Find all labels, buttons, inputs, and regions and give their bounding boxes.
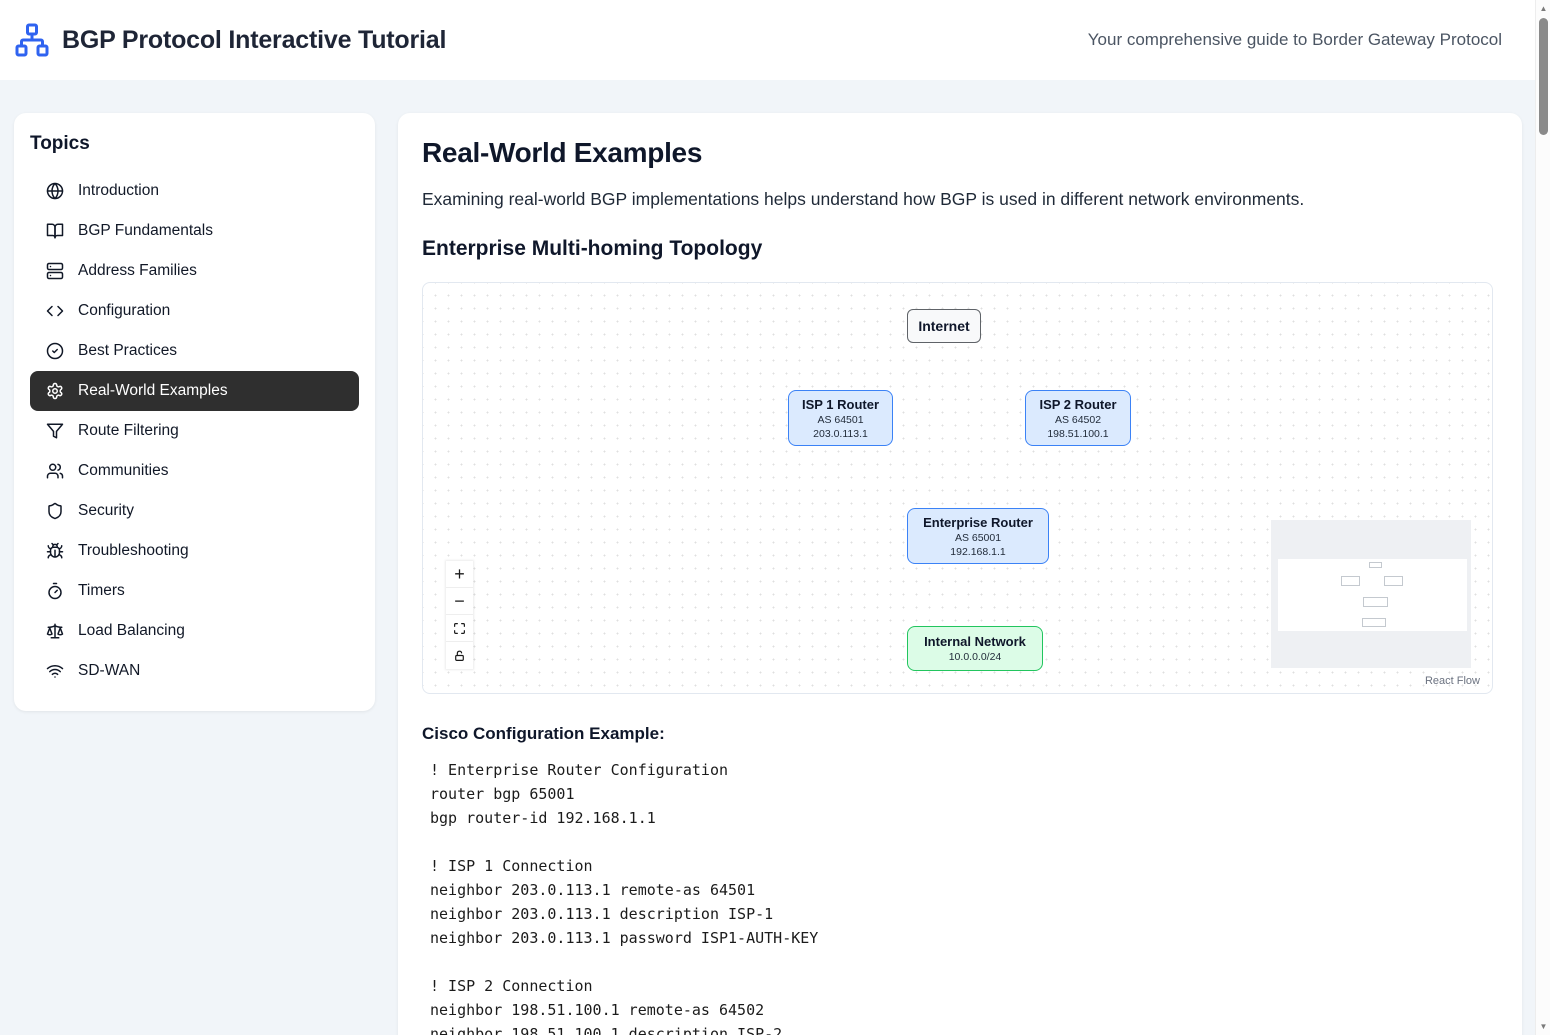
bug-icon	[46, 542, 64, 560]
scrollbar-thumb[interactable]	[1539, 18, 1548, 135]
page-body: Topics Introduction BGP Fundamentals Add…	[0, 80, 1550, 1035]
book-open-icon	[46, 222, 64, 240]
flow-node-isp2-router[interactable]: ISP 2 Router AS 64502 198.51.100.1	[1025, 390, 1131, 446]
sidebar-item-best-practices[interactable]: Best Practices	[30, 331, 359, 371]
scrollbar-down-arrow-icon[interactable]: ▼	[1539, 1022, 1548, 1031]
sidebar-item-label: Introduction	[78, 182, 159, 199]
sidebar-item-label: Route Filtering	[78, 422, 179, 439]
minimap-node-internet	[1369, 562, 1382, 568]
sidebar-item-label: Best Practices	[78, 342, 178, 359]
node-title: ISP 1 Router	[801, 396, 880, 412]
node-ip-address: 203.0.113.1	[813, 427, 868, 440]
flow-node-internal-network[interactable]: Internal Network 10.0.0.0/24	[907, 626, 1043, 671]
sidebar-item-security[interactable]: Security	[30, 491, 359, 531]
filter-icon	[46, 422, 64, 440]
sidebar-item-label: Real-World Examples	[78, 382, 228, 399]
node-title: Internet	[918, 318, 970, 334]
section-title: Enterprise Multi-homing Topology	[422, 237, 763, 260]
sidebar-item-label: Configuration	[78, 302, 171, 319]
node-title: Enterprise Router	[923, 514, 1033, 530]
unlock-icon	[455, 650, 464, 661]
flow-minimap[interactable]	[1271, 520, 1471, 668]
flow-node-isp1-router[interactable]: ISP 1 Router AS 64501 203.0.113.1	[788, 390, 893, 446]
fit-view-button[interactable]	[446, 615, 473, 642]
minimap-node-internal	[1362, 618, 1386, 627]
flow-node-enterprise-router[interactable]: Enterprise Router AS 65001 192.168.1.1	[907, 508, 1049, 564]
sidebar-item-label: Address Families	[78, 262, 197, 279]
sidebar-item-bgp-fundamentals[interactable]: BGP Fundamentals	[30, 211, 359, 251]
sidebar-item-troubleshooting[interactable]: Troubleshooting	[30, 531, 359, 571]
server-icon	[46, 262, 64, 280]
gear-icon	[46, 382, 64, 400]
page-title: Real-World Examples	[422, 137, 703, 168]
node-title: Internal Network	[924, 634, 1026, 649]
timer-icon	[46, 582, 64, 600]
sidebar-item-address-families[interactable]: Address Families	[30, 251, 359, 291]
sidebar-item-label: Communities	[78, 462, 169, 479]
sidebar-item-route-filtering[interactable]: Route Filtering	[30, 411, 359, 451]
sidebar-item-label: Timers	[78, 582, 125, 599]
cisco-config-code: ! Enterprise Router Configuration router…	[430, 761, 819, 1035]
sidebar-item-label: Troubleshooting	[78, 542, 189, 559]
zoom-in-button[interactable]: +	[446, 561, 473, 588]
sidebar-item-label: Security	[78, 502, 134, 519]
globe-icon	[46, 182, 64, 200]
node-subnet: 10.0.0.0/24	[948, 651, 1002, 663]
app-subtitle: Your comprehensive guide to Border Gatew…	[1087, 30, 1502, 49]
lock-button[interactable]	[446, 642, 473, 669]
app-header: BGP Protocol Interactive Tutorial Your c…	[0, 0, 1550, 80]
node-title: ISP 2 Router	[1039, 396, 1117, 412]
network-logo-icon	[14, 22, 50, 58]
code-icon	[46, 302, 64, 320]
sidebar-heading: Topics	[30, 133, 90, 154]
intro-paragraph: Examining real-world BGP implementations…	[422, 189, 1305, 209]
topology-flow-canvas[interactable]: Internet ISP 1 Router AS 64501 203.0.113…	[422, 282, 1493, 694]
sidebar-item-label: SD-WAN	[78, 662, 141, 679]
node-as-number: AS 64502	[1054, 413, 1102, 426]
users-icon	[46, 462, 64, 480]
app-title: BGP Protocol Interactive Tutorial	[62, 25, 447, 54]
sidebar-item-label: Load Balancing	[78, 622, 185, 639]
minimap-node-isp2	[1384, 576, 1403, 586]
topics-sidebar: Topics Introduction BGP Fundamentals Add…	[14, 113, 375, 711]
flow-node-internet[interactable]: Internet	[907, 309, 981, 343]
scrollbar-up-arrow-icon[interactable]: ▲	[1539, 4, 1548, 13]
scale-icon	[46, 622, 64, 640]
circle-check-icon	[46, 342, 64, 360]
sidebar-item-configuration[interactable]: Configuration	[30, 291, 359, 331]
sidebar-item-real-world-examples[interactable]: Real-World Examples	[30, 371, 359, 411]
minimap-node-isp1	[1341, 576, 1360, 586]
node-ip-address: 192.168.1.1	[950, 545, 1006, 558]
sidebar-item-timers[interactable]: Timers	[30, 571, 359, 611]
node-as-number: AS 64501	[817, 413, 864, 426]
sidebar-item-load-balancing[interactable]: Load Balancing	[30, 611, 359, 651]
react-flow-attribution: React Flow	[1424, 675, 1480, 687]
sidebar-item-communities[interactable]: Communities	[30, 451, 359, 491]
code-example-heading: Cisco Configuration Example:	[422, 724, 665, 743]
fit-view-icon	[454, 622, 465, 634]
minimap-viewport	[1278, 559, 1467, 631]
sidebar-item-introduction[interactable]: Introduction	[30, 171, 359, 211]
sidebar-item-label: BGP Fundamentals	[78, 222, 213, 239]
zoom-out-button[interactable]: −	[446, 588, 473, 615]
main-content: Real-World Examples Examining real-world…	[398, 113, 1522, 1035]
shield-icon	[46, 502, 64, 520]
minimap-node-enterprise	[1363, 597, 1388, 607]
flow-controls: + −	[446, 561, 473, 669]
node-ip-address: 198.51.100.1	[1047, 427, 1109, 440]
wifi-icon	[46, 662, 64, 680]
sidebar-item-sd-wan[interactable]: SD-WAN	[30, 651, 359, 691]
page-scrollbar[interactable]: ▲ ▼	[1535, 0, 1550, 1035]
node-as-number: AS 65001	[954, 531, 1002, 544]
